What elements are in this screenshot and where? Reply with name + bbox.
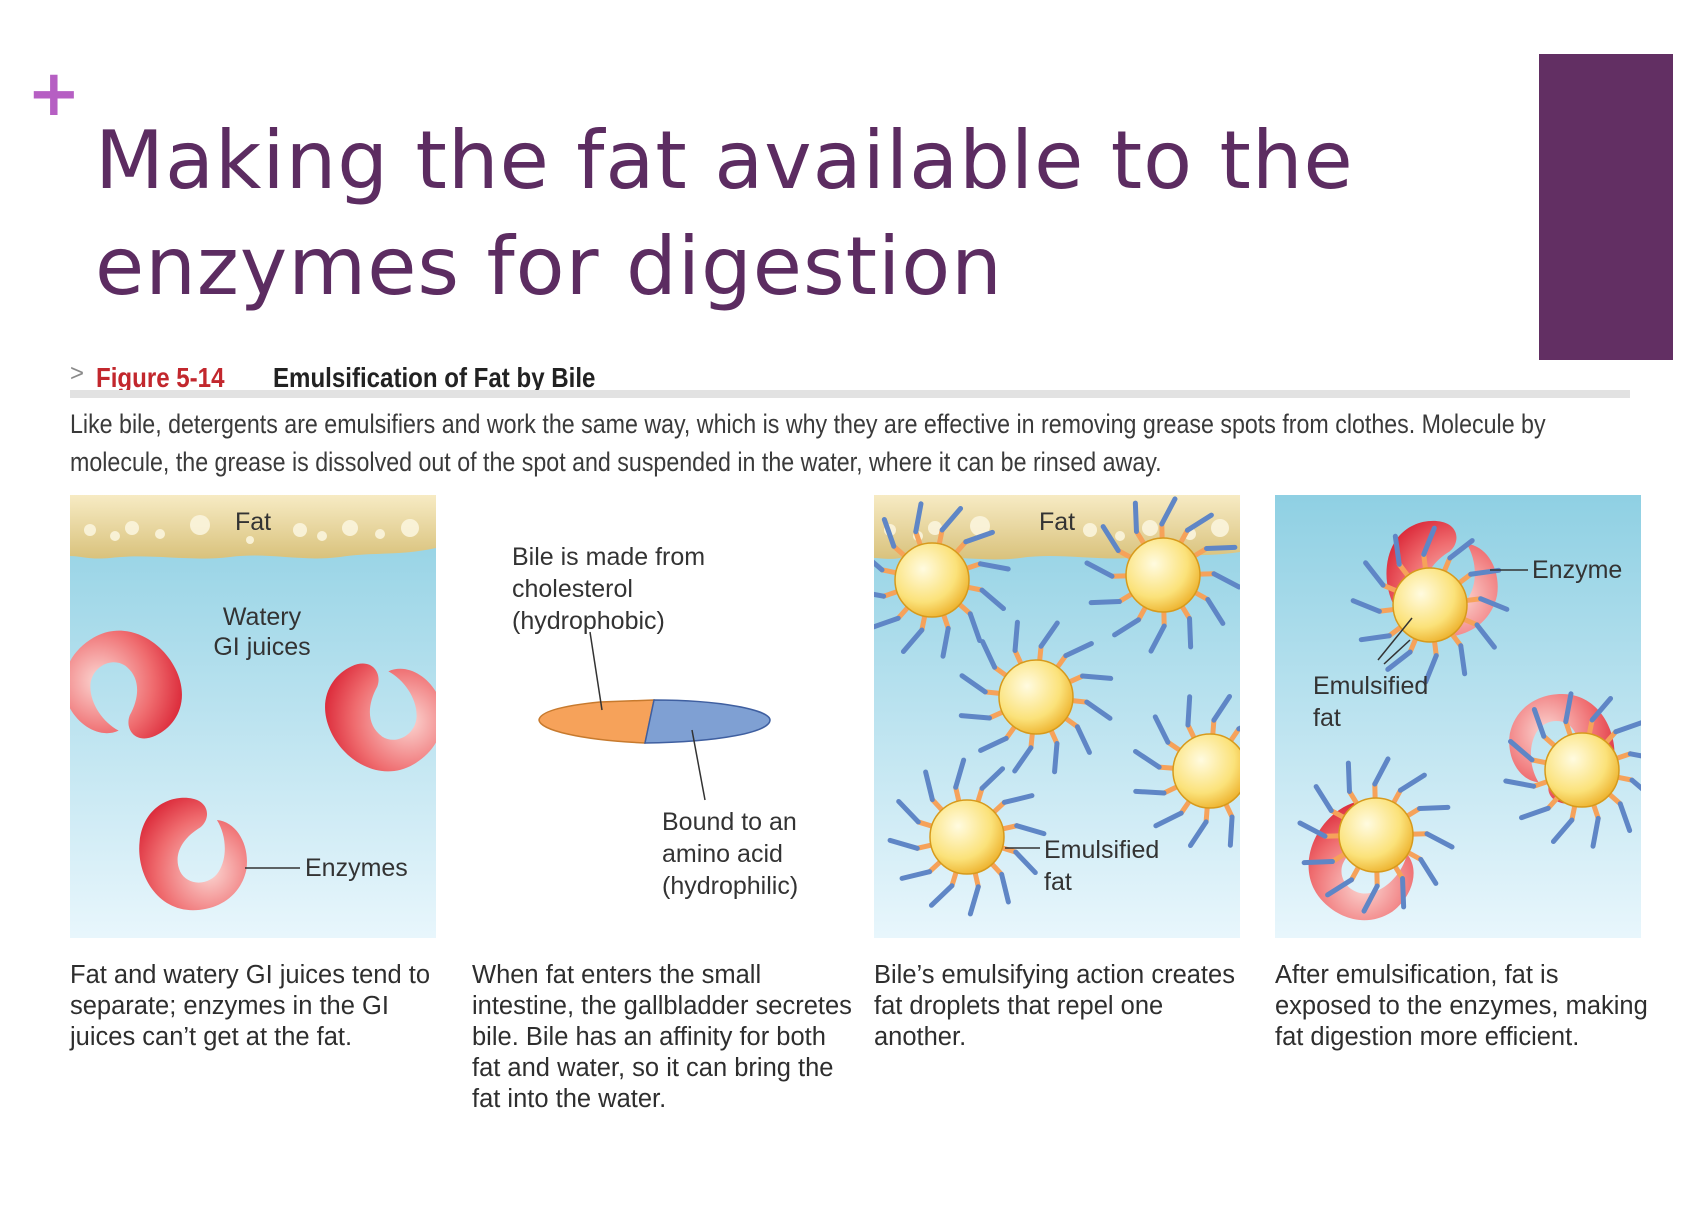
figure-number: Figure 5-14	[96, 362, 225, 393]
fat-droplet-icon	[1133, 694, 1240, 848]
fat-droplet-icon	[1084, 496, 1240, 654]
panel-3-emulsification	[874, 495, 1240, 938]
fat-layer	[70, 495, 436, 559]
panel-3-emulsified-label: fat	[1044, 868, 1072, 896]
figure-header: > Figure 5-14 Emulsification of Fat by B…	[70, 360, 1630, 393]
amino-acid-label: (hydrophilic)	[662, 872, 798, 900]
panel-1-water-label: GI juices	[213, 633, 310, 661]
panel-1-caption: Fat and watery GI juices tend to separat…	[70, 961, 431, 1051]
bile-hydrophobic-part	[538, 699, 655, 744]
fat-droplet-icon	[1350, 525, 1510, 685]
panel-2-bile: Bile is made from cholesterol (hydrophob…	[512, 543, 798, 900]
panel-4-emulsified-label: fat	[1313, 704, 1341, 732]
slide-title: Making the fat available to the enzymes …	[95, 114, 1354, 313]
fat-droplet-icon	[958, 619, 1114, 775]
bile-label: Bile is made from	[512, 543, 705, 571]
fat-droplet-icon	[1297, 756, 1455, 914]
panel-3-caption: Bile’s emulsifying action creates fat dr…	[874, 961, 1235, 1051]
panel-1-enzymes-label: Enzymes	[305, 854, 408, 882]
panel-3-fat-label: Fat	[1039, 508, 1075, 536]
panel-3-emulsified-label: Emulsified	[1044, 836, 1159, 864]
panel-1-water-label: Watery	[223, 603, 302, 631]
accent-bar	[1539, 54, 1673, 360]
bile-label: cholesterol	[512, 575, 633, 603]
plus-icon: +	[27, 57, 81, 131]
bile-label: (hydrophobic)	[512, 607, 665, 635]
fat-droplet-icon	[887, 757, 1047, 917]
panel-1-fat-label: Fat	[235, 508, 271, 536]
figure-rule	[70, 390, 1630, 398]
fat-droplet-icon	[1503, 691, 1641, 849]
panel-2-caption: When fat enters the small intestine, the…	[472, 961, 852, 1113]
panel-4-emulsified-label: Emulsified	[1313, 672, 1428, 700]
figure-title: Emulsification of Fat by Bile	[273, 362, 596, 393]
fat-droplet-icon	[874, 501, 1011, 659]
panel-4-caption: After emulsification, fat is exposed to …	[1275, 961, 1648, 1051]
bile-hydrophilic-part	[644, 699, 771, 744]
amino-acid-label: Bound to an	[662, 808, 797, 836]
panel-4-enzyme-label: Enzyme	[1532, 556, 1622, 584]
amino-acid-label: amino acid	[662, 840, 783, 868]
panel-4-digestion	[1275, 495, 1641, 938]
figure-arrow-icon: >	[70, 360, 85, 387]
panel-1-separation	[70, 495, 436, 938]
figure-description: Like bile, detergents are emulsifiers an…	[70, 409, 1546, 477]
